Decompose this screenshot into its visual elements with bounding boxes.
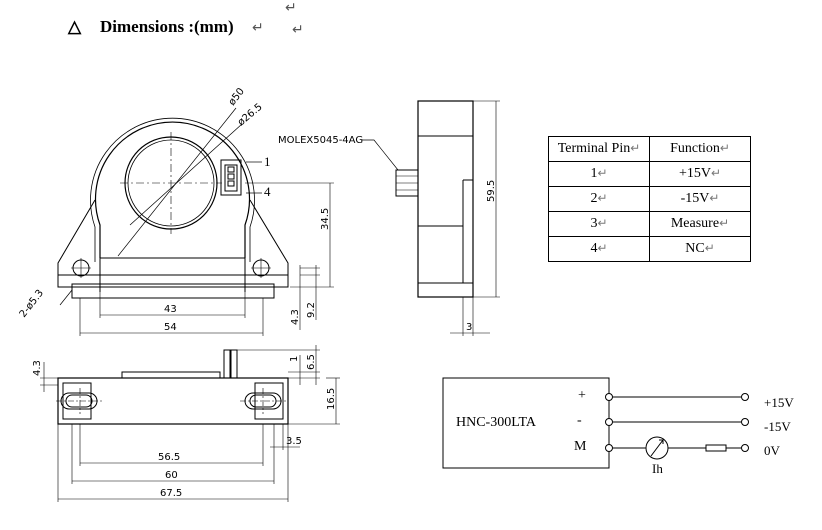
dim-bottom-1: 1 [289,356,300,362]
dim-front-width-43: 43 [164,304,177,315]
dim-bottom-56-5: 56.5 [158,452,180,463]
side-view [362,100,500,336]
table-row: 3↵ Measure↵ [548,211,751,237]
table-header-pin: Terminal Pin↵ [548,136,650,162]
dim-side-height-59-5: 59.5 [486,180,497,202]
dim-bottom-3-5: 3.5 [286,436,302,447]
table-row: 4↵ NC↵ [548,236,751,262]
dim-front-height-4-3: 4.3 [290,309,301,325]
dim-front-width-54: 54 [164,322,177,333]
dim-bottom-16-5: 16.5 [326,388,337,410]
wiring-diagram [442,377,749,469]
dim-bottom-60: 60 [165,470,178,481]
module-pin-plus: + [578,388,586,403]
terminal-plus-15v: +15V [764,395,794,410]
table-row: 2↵ -15V↵ [548,186,751,212]
dim-front-hole-diameter: 2-ø5.3 [18,288,46,320]
return-mark-icon: ↵ [285,1,297,16]
meter-label: Ih [652,461,663,476]
dim-front-diameter-26-5: ø26.5 [236,102,265,129]
table-row: 1↵ +15V↵ [548,161,751,187]
table-cell-pin: 2↵ [548,186,650,212]
resistor-icon [705,444,727,452]
dim-front-height-9-2: 9.2 [306,302,317,318]
table-header-function: Function↵ [649,136,751,162]
table-cell-function: NC↵ [649,236,751,262]
module-name: HNC-300LTA [456,415,537,430]
terminal-0v: 0V [764,443,781,458]
dim-bottom-6-5: 6.5 [306,354,317,370]
terminal-minus-15v: -15V [764,419,791,434]
table-cell-function: +15V↵ [649,161,751,187]
front-view [57,107,334,336]
page-title: Dimensions :(mm) [100,17,234,36]
table-cell-pin: 3↵ [548,211,650,237]
terminal-pin-table: Terminal Pin↵ Function↵ 1↵ +15V↵ 2↵ -15V… [548,136,751,262]
pin-callout-1: 1 [264,154,271,169]
ammeter-icon [645,436,669,460]
pin-callout-4: 4 [264,184,271,199]
connector-label: MOLEX5045-4AG [278,135,363,146]
return-mark-icon: ↵ [252,21,264,36]
title-triangle-icon: △ [67,17,82,36]
dim-front-height-34-5: 34.5 [320,208,331,230]
module-pin-minus: - [577,413,582,428]
table-cell-function: Measure↵ [649,211,751,237]
dim-bottom-67-5: 67.5 [160,488,182,499]
return-mark-icon: ↵ [292,23,304,38]
bottom-view [40,345,340,502]
dim-side-width-3: 3 [466,322,472,333]
module-pin-m: M [574,439,587,454]
table-cell-function: -15V↵ [649,186,751,212]
table-cell-pin: 4↵ [548,236,650,262]
table-header-row: Terminal Pin↵ Function↵ [548,136,751,162]
dim-bottom-4-3: 4.3 [32,360,43,376]
table-cell-pin: 1↵ [548,161,650,187]
dim-front-diameter-50: ø50 [227,86,247,108]
